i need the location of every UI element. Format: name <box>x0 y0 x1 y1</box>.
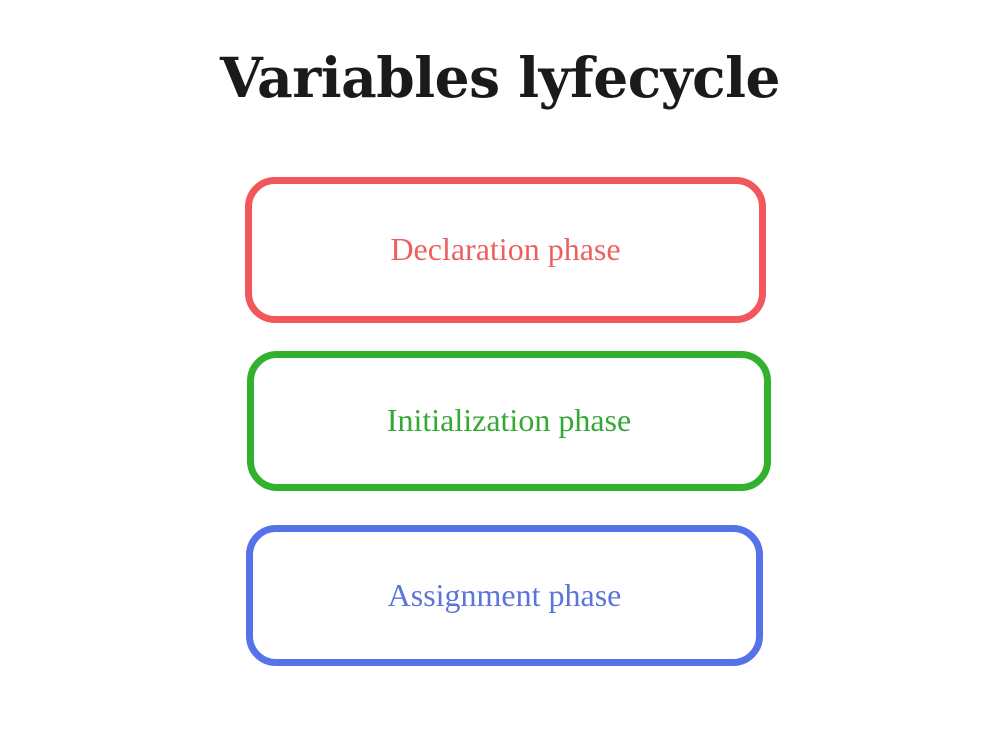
phase-label-assignment: Assignment phase <box>387 576 622 613</box>
phase-label-declaration: Declaration phase <box>390 231 621 268</box>
phase-box-initialization: Initialization phase <box>247 351 771 491</box>
phase-box-assignment: Assignment phase <box>246 525 763 666</box>
phase-label-initialization: Initialization phase <box>386 402 632 439</box>
page-title: Variables lyfecycle <box>219 45 781 110</box>
phase-box-declaration: Declaration phase <box>245 177 766 323</box>
